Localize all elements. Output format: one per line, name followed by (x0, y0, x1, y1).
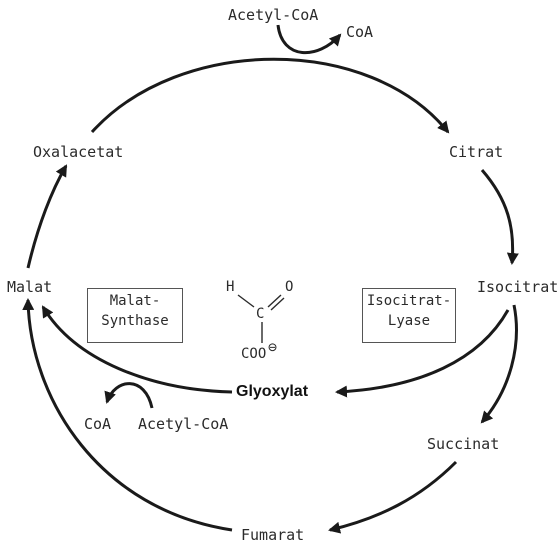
fumarat-label: Fumarat (241, 526, 305, 544)
arrow-citrat-to-isocitrat (480, 169, 519, 265)
arrow-succinat-to-fumarat (328, 460, 458, 534)
arrow-isocitrat-to-glyoxylat (335, 309, 510, 398)
structure-charge: ⊖ (268, 338, 278, 356)
acetyl-coa-bottom-label: Acetyl-CoA (138, 415, 229, 433)
acetyl-coa-bottom-loop (104, 382, 154, 409)
coa-bottom-label: CoA (84, 415, 112, 433)
arrow-isocitrat-to-succinat (480, 304, 518, 424)
glyoxylat-label: Glyoxylat (236, 383, 309, 400)
glyoxylate-structure-bonds (237, 294, 285, 343)
isocitrat-lyase-line2: Lyase (387, 313, 431, 329)
arrow-glyoxylat-to-malat (41, 305, 233, 394)
malat-synthase-line1: Malat- (109, 293, 161, 309)
coa-top-label: CoA (346, 23, 374, 41)
acetyl-coa-top-loop (276, 24, 342, 55)
malat-synthase-line2: Synthase (101, 313, 169, 329)
structure-c: C (256, 306, 265, 322)
isocitrat-lyase-line1: Isocitrat- (366, 293, 452, 309)
isocitrat-label: Isocitrat (477, 278, 559, 296)
malat-label: Malat (7, 278, 53, 296)
arrow-malat-to-oxalacetat (26, 164, 68, 269)
isocitrat-lyase-box: Isocitrat- Lyase (362, 288, 456, 343)
structure-o: O (285, 279, 294, 295)
acetyl-coa-top-label: Acetyl-CoA (228, 6, 319, 24)
oxalacetat-label: Oxalacetat (33, 143, 124, 161)
succinat-label: Succinat (427, 435, 500, 453)
structure-h: H (226, 279, 235, 295)
arrow-oxalacetat-to-citrat (90, 57, 450, 134)
citrat-label: Citrat (449, 143, 504, 161)
structure-coo: COO (241, 346, 267, 362)
arrow-fumarat-to-malat (22, 298, 233, 532)
malat-synthase-box: Malat- Synthase (87, 288, 183, 343)
